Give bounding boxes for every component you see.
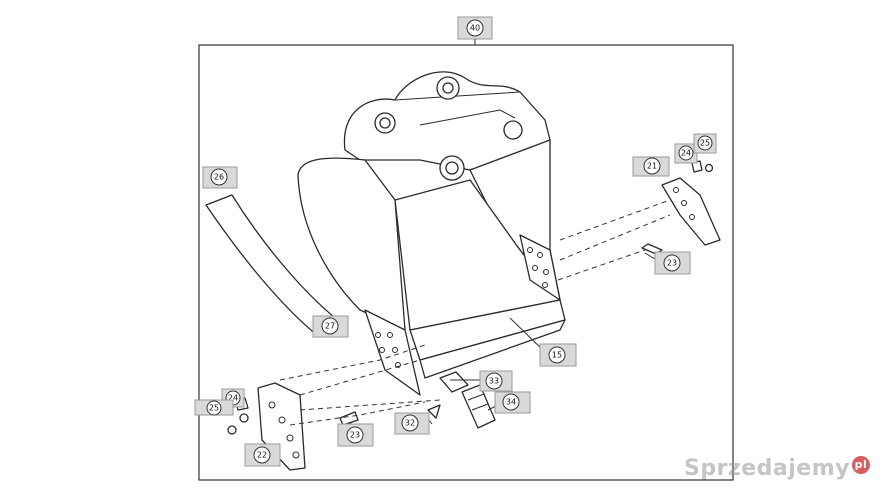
svg-text:25: 25 — [209, 404, 219, 413]
svg-text:24: 24 — [681, 149, 691, 158]
svg-text:23: 23 — [350, 431, 360, 440]
callout-21: 21 — [632, 156, 670, 177]
svg-text:33: 33 — [489, 377, 499, 386]
assembly-lines — [279, 199, 671, 426]
svg-text:22: 22 — [257, 451, 267, 460]
svg-text:25: 25 — [700, 139, 710, 148]
callout-34: 34 — [494, 391, 531, 414]
svg-text:23: 23 — [667, 259, 677, 268]
bucket-body — [297, 71, 566, 396]
diagram-frame — [198, 44, 734, 481]
callout-15: 15 — [539, 343, 577, 367]
svg-text:32: 32 — [405, 419, 415, 428]
svg-text:27: 27 — [325, 322, 335, 331]
watermark-text: Sprzedajemy — [684, 456, 850, 481]
callout-25-right: 25 — [693, 133, 717, 154]
callout-23-left: 23 — [337, 423, 374, 447]
svg-text:40: 40 — [470, 24, 480, 33]
callout-27: 27 — [312, 315, 349, 338]
svg-text:26: 26 — [214, 173, 224, 182]
callout-24-right: 24 — [674, 143, 698, 164]
callout-25-left: 25 — [194, 399, 234, 416]
svg-text:24: 24 — [228, 394, 238, 403]
watermark-badge: pl — [852, 456, 870, 474]
callout-26: 26 — [202, 166, 238, 189]
svg-text:15: 15 — [552, 351, 562, 360]
svg-text:21: 21 — [647, 162, 657, 171]
callout-23-right: 23 — [654, 251, 691, 275]
callout-40: 40 — [457, 16, 493, 45]
callout-33: 33 — [479, 370, 513, 392]
callout-22: 22 — [244, 443, 281, 467]
part-21-side-cutter — [661, 177, 721, 246]
callout-32: 32 — [394, 412, 430, 435]
svg-text:34: 34 — [506, 398, 516, 407]
